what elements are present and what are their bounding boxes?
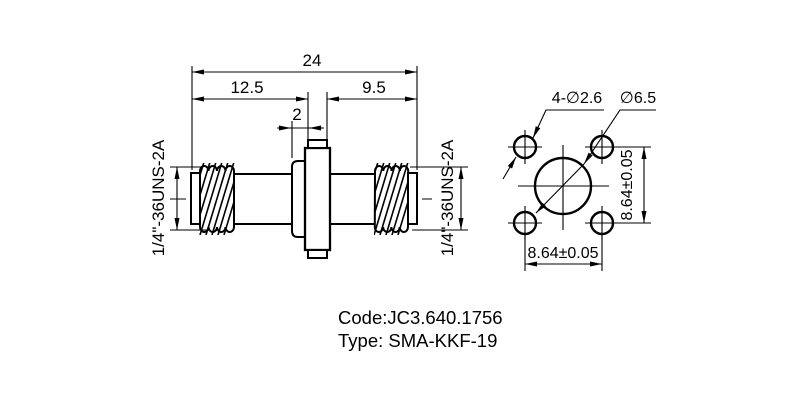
end-cap-right	[407, 172, 418, 225]
flange-tab-bottom	[307, 249, 328, 259]
flange-view	[502, 109, 656, 271]
dimension-lines	[174, 69, 464, 230]
hole-pitch-vertical: 8.64±0.05	[619, 149, 636, 220]
thread-section-right	[373, 163, 410, 235]
thread-spec-left: 1/4"-36UNS-2A	[149, 139, 168, 256]
type-label: Type: SMA-KKF-19	[338, 330, 497, 351]
dim-total-length: 24	[303, 51, 322, 70]
leader-holes	[532, 109, 604, 139]
dim-left-length: 12.5	[230, 78, 263, 97]
mounting-hole-top-left	[512, 134, 538, 160]
mounting-hole-bottom-right	[589, 210, 615, 236]
end-cap-left	[190, 172, 201, 225]
mounting-hole-bottom-left	[512, 210, 538, 236]
flange-body	[303, 146, 332, 252]
flange-tab-top	[307, 139, 328, 149]
dim-flange-thickness: 2	[292, 105, 301, 124]
thread-spec-right: 1/4"-36UNS-2A	[438, 139, 457, 256]
body-left	[233, 173, 293, 225]
thread-hatch-right	[374, 163, 409, 235]
side-view	[170, 66, 468, 259]
hole-pitch-horizontal: 8.64±0.05	[527, 245, 598, 262]
mounting-hole-top-right	[589, 134, 615, 160]
center-bore-circle	[533, 156, 593, 216]
body-right	[329, 173, 376, 225]
holes-label: 4-∅2.6	[552, 90, 603, 107]
dim-right-length: 9.5	[362, 78, 386, 97]
bore-label: ∅6.5	[620, 90, 656, 107]
leader-bore	[583, 109, 656, 165]
code-label: Code:JC3.640.1756	[338, 307, 503, 328]
flange-dimension-lines	[524, 146, 651, 271]
leader-lines	[502, 109, 656, 214]
